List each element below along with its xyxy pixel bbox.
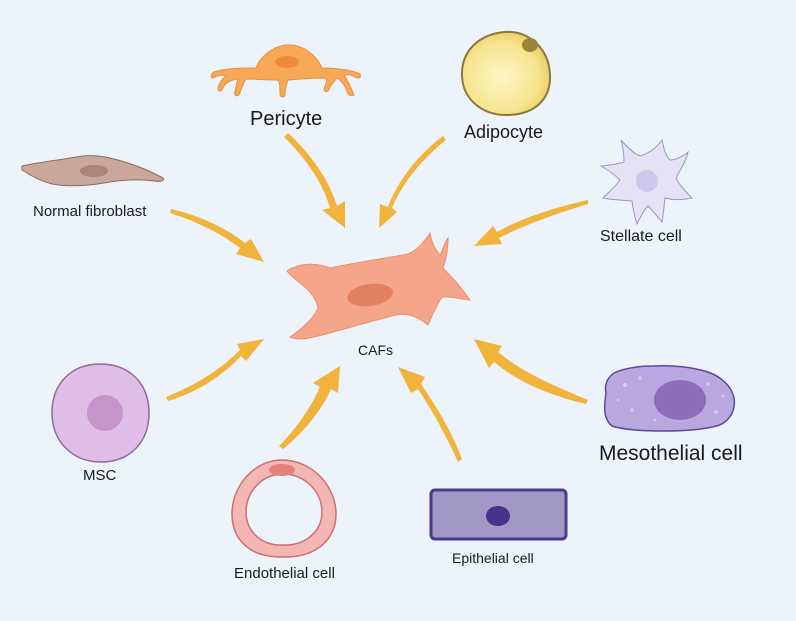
mesothelial-granules [616,376,725,422]
arrow-epithelial-cell [398,367,462,462]
pericyte-cell [210,44,361,98]
label-adipocyte: Adipocyte [464,122,544,142]
msc-cell [51,363,150,463]
arrow-mesothelial-cell [474,339,588,404]
granule [714,410,718,414]
granule [630,408,634,412]
granule [706,382,710,386]
epithelial-cell-shape [429,488,568,541]
arrow-normal-fibroblast [170,209,264,262]
granule [721,394,725,398]
granule [616,398,620,402]
caf-nucleus [347,283,393,307]
arrow-stellate-cell [474,200,588,246]
mesothelial-nucleus [654,380,706,420]
label-epithelial-cell: Epithelial cell [452,550,534,566]
stellate-cell-shape [599,138,694,226]
label-caf: CAFs [358,342,393,358]
caf-cell [286,231,472,340]
mesothelial-cell-shape [603,365,736,432]
pericyte-body [210,44,361,98]
stellate-nucleus [636,170,658,192]
granule [653,418,657,422]
arrow-msc [166,339,264,401]
msc-nucleus [87,395,123,431]
arrow-pericyte [284,133,345,228]
granule [638,376,642,380]
pericyte-nucleus [275,56,299,68]
label-stellate-cell: Stellate cell [600,228,682,245]
endothelial-cell-shape [231,459,337,558]
arrow-adipocyte [379,136,446,228]
label-endothelial-cell: Endothelial cell [234,565,335,582]
granule [623,383,627,387]
arrow-endothelial-cell [279,366,340,449]
adipocyte-nucleus [522,38,538,52]
arrows [166,133,588,462]
adipocyte-body [460,30,552,117]
label-msc: MSC [83,467,117,484]
label-mesothelial-cell: Mesothelial cell [599,442,743,465]
normal-fibroblast-cell [21,155,164,187]
label-pericyte: Pericyte [250,108,323,130]
label-normal-fibroblast: Normal fibroblast [33,203,147,220]
normal-fibroblast-nucleus [80,165,108,177]
adipocyte-cell [460,30,552,117]
epithelial-nucleus [486,506,510,526]
endothelial-nucleus [269,464,295,476]
endothelial-ring [231,459,337,558]
